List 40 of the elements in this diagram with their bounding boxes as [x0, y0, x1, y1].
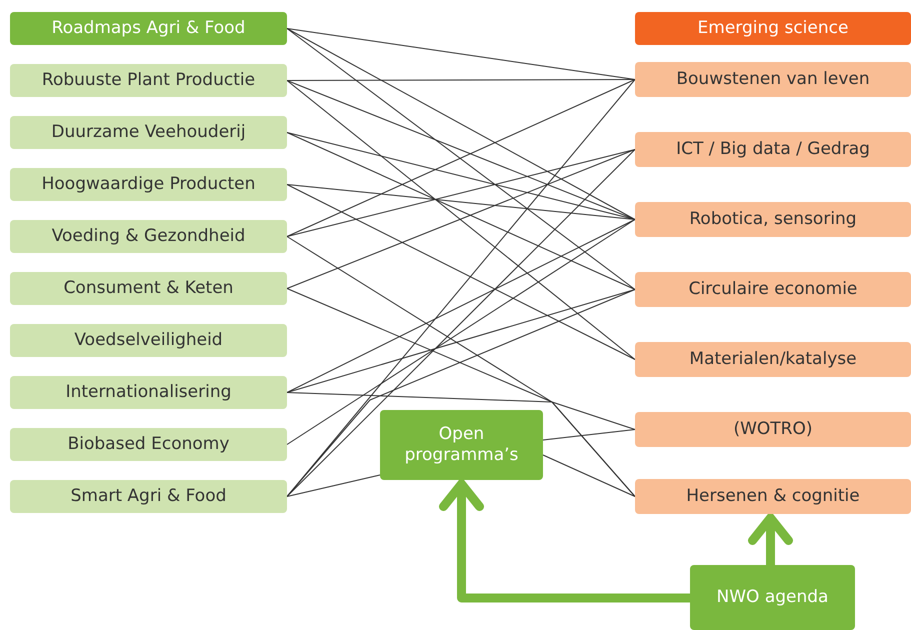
header-box: Roadmaps Agri & Food — [10, 12, 287, 45]
roadmap-box: Biobased Economy — [10, 428, 287, 461]
roadmap-box: Voedselveiligheid — [10, 324, 287, 357]
roadmap-box: Consument & Keten — [10, 272, 287, 305]
connector-line — [286, 184, 636, 360]
connector-line — [286, 184, 636, 220]
connector-line — [286, 28, 636, 290]
connector-line — [542, 454, 636, 497]
program-box: Open programma’s — [380, 410, 543, 480]
connector-line — [286, 149, 636, 237]
arrow — [748, 514, 793, 565]
science-box: Materialen/katalyse — [635, 342, 911, 377]
science-box: Bouwstenen van leven — [635, 62, 911, 97]
header-box: Emerging science — [635, 12, 911, 45]
roadmap-box: Robuuste Plant Productie — [10, 64, 287, 97]
science-box: ICT / Big data / Gedrag — [635, 132, 911, 167]
program-box: NWO agenda — [690, 565, 855, 630]
connector-line — [286, 289, 636, 393]
connector-line — [542, 429, 636, 440]
science-box: Hersenen & cognitie — [635, 479, 911, 514]
roadmap-box: Hoogwaardige Producten — [10, 168, 287, 201]
connector-line — [286, 79, 636, 81]
roadmap-box: Duurzame Veehouderij — [10, 116, 287, 149]
science-box: Robotica, sensoring — [635, 202, 911, 237]
roadmap-box: Smart Agri & Food — [10, 480, 287, 513]
connector-line — [286, 79, 636, 497]
connector-line — [286, 28, 636, 220]
connector-line — [286, 28, 636, 80]
connector-line — [286, 219, 636, 393]
roadmap-box: Voeding & Gezondheid — [10, 220, 287, 253]
science-box: (WOTRO) — [635, 412, 911, 447]
arrow — [439, 480, 690, 602]
connector-line — [286, 219, 636, 445]
connector-line — [286, 80, 636, 360]
connector-line — [286, 392, 636, 430]
connector-line — [286, 132, 636, 220]
connector-line — [286, 149, 636, 497]
science-box: Circulaire economie — [635, 272, 911, 307]
connector-line — [286, 474, 380, 497]
roadmap-box: Internationalisering — [10, 376, 287, 409]
